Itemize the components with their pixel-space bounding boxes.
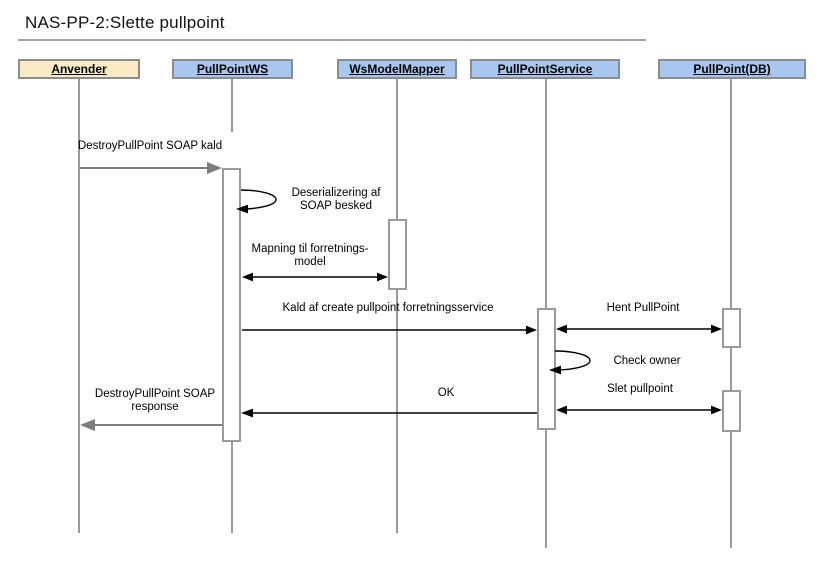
lifeline-wsmodelmapper bbox=[396, 79, 398, 533]
arrowhead-right-icon bbox=[526, 325, 537, 335]
self-message-loop-deserializering bbox=[236, 189, 277, 214]
arrowhead-right-icon bbox=[207, 162, 222, 174]
lifeline-header-label: PullPointService bbox=[497, 62, 593, 76]
message-label-kald-forretningsservice: Kald af create pullpoint forretningsserv… bbox=[282, 302, 494, 314]
message-arrow-hent-pullpoint bbox=[556, 324, 722, 334]
message-arrow-slet-pullpoint bbox=[556, 405, 722, 415]
activation-bar-pullpointservice bbox=[537, 308, 556, 430]
message-label-mapning: Mapning til forretnings- model bbox=[251, 243, 369, 268]
message-label-deserializering: Deserializering af SOAP besked bbox=[291, 187, 381, 212]
lifeline-pullpointws-upper bbox=[231, 79, 233, 132]
message-arrow-kald-forretningsservice bbox=[242, 325, 537, 335]
arrowhead-left-icon bbox=[556, 324, 567, 334]
message-arrow-destroypullpoint-kald bbox=[80, 162, 222, 174]
lifeline-anvender bbox=[78, 79, 80, 533]
message-label-check-owner: Check owner bbox=[613, 355, 681, 367]
lifeline-header-label: PullPointWS bbox=[196, 62, 269, 76]
message-label-destroypullpoint-response: DestroyPullPoint SOAP response bbox=[94, 388, 216, 413]
lifeline-header-anvender: Anvender bbox=[18, 59, 140, 79]
title-underline bbox=[18, 39, 646, 41]
diagram-title: NAS-PP-2:Slette pullpoint bbox=[25, 13, 225, 32]
message-arrow-mapning bbox=[242, 272, 388, 282]
message-label-slet-pullpoint: Slet pullpoint bbox=[607, 383, 673, 395]
activation-bar-pullpointdb-2 bbox=[722, 390, 741, 432]
activation-bar-wsmodelmapper bbox=[388, 219, 407, 290]
message-label-ok: OK bbox=[437, 387, 455, 399]
arrowhead-left-icon bbox=[241, 408, 253, 418]
arrowhead-right-icon bbox=[377, 272, 388, 282]
message-label-hent-pullpoint: Hent PullPoint bbox=[606, 302, 680, 314]
lifeline-header-pullpointdb: PullPoint(DB) bbox=[658, 59, 806, 79]
message-arrow-destroypullpoint-response bbox=[80, 419, 222, 431]
lifeline-header-label: Anvender bbox=[51, 62, 107, 76]
lifeline-header-label: WsModelMapper bbox=[349, 62, 445, 76]
arrowhead-right-icon bbox=[711, 405, 722, 415]
message-label-destroypullpoint-kald: DestroyPullPoint SOAP kald bbox=[77, 140, 223, 152]
lifeline-header-pullpointservice: PullPointService bbox=[470, 59, 620, 79]
activation-bar-pullpointws bbox=[222, 168, 241, 442]
lifeline-header-label: PullPoint(DB) bbox=[693, 62, 771, 76]
lifeline-header-pullpointws: PullPointWS bbox=[172, 59, 293, 79]
activation-bar-pullpointdb-1 bbox=[722, 308, 741, 348]
arrowhead-left-icon bbox=[242, 272, 253, 282]
arrowhead-left-icon bbox=[80, 419, 95, 431]
lifeline-header-wsmodelmapper: WsModelMapper bbox=[337, 59, 457, 79]
message-arrow-ok bbox=[241, 408, 537, 418]
arrowhead-right-icon bbox=[711, 324, 722, 334]
arrowhead-left-icon bbox=[556, 405, 567, 415]
